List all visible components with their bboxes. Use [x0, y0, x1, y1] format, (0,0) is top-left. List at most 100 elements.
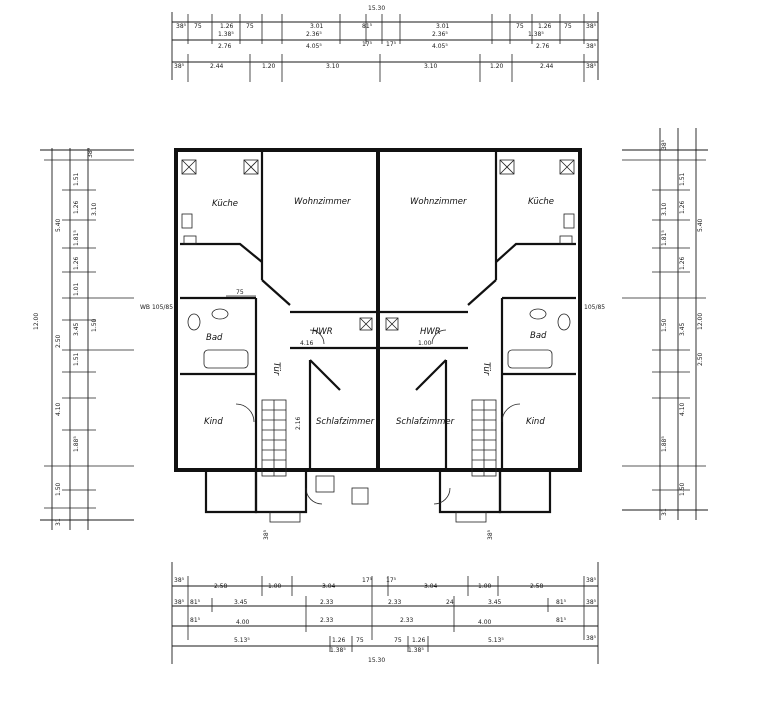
dim-left-11: 1.51: [73, 352, 80, 366]
bottom-dimension-chains: 38⁵ 2.58 1.00 3.04 17⁵ 17⁵ 3.04 1.00 2.5…: [171, 562, 599, 664]
dim-top-3: 1.26: [220, 23, 234, 30]
dim-top2-1: 2.76: [218, 43, 232, 50]
dim-top2-6: 2.76: [536, 43, 550, 50]
dim-right-4: 1.81⁵: [661, 230, 668, 246]
room-label-kueche-left: Küche: [212, 199, 238, 209]
dim-bot-3: 1.00: [268, 583, 282, 590]
dim-top-14: 75: [564, 23, 572, 30]
stairs-left: [261, 399, 287, 477]
dim-bot-6: 17⁵: [386, 577, 397, 584]
dim-bot2-3: 3.45: [234, 599, 248, 606]
dim-bot2-2: 81⁵: [190, 599, 201, 606]
room-label-schlafzimmer-right: Schlafzimmer: [396, 417, 455, 427]
dim-bot2-4: 2.33: [320, 599, 334, 606]
room-label-schlafzimmer-left: Schlafzimmer: [316, 417, 375, 427]
dim-top3-3: 1.20: [262, 63, 276, 70]
dim-top3-1: 38⁵: [174, 63, 185, 70]
dim-left-10: 1.50: [91, 318, 98, 332]
dim-right-2: 1.51: [679, 172, 686, 186]
room-label-kind-right: Kind: [526, 417, 545, 427]
dim-top-13: 1.26: [538, 23, 552, 30]
toilet-left: [187, 308, 229, 331]
dim-left-12: 2.50: [55, 334, 62, 348]
dim-left-5: 1.26: [73, 256, 80, 270]
dim-right-1: 38⁵: [661, 139, 668, 150]
dim-top2-7: 38⁵: [586, 43, 597, 50]
dim-right-9: 1.50: [661, 318, 668, 332]
dim-left-15: 1.50: [55, 482, 62, 496]
dim-bot4-8: 1.38⁵: [408, 647, 424, 654]
dim-left-8: 5.40: [55, 218, 62, 232]
top-dimension-chains: 15.30 38⁵ 75 1.26 75 1.38⁵ 3.01 2.36⁵ 81…: [171, 5, 599, 82]
room-label-bad-left: Bad: [206, 333, 223, 343]
dim-top-5: 1.38⁵: [218, 31, 234, 38]
dim-bot4-1: 5.13⁵: [234, 637, 250, 644]
dim-right-5: 1.26: [679, 256, 686, 270]
dim-top-8: 81⁵: [362, 23, 373, 30]
stairs-right: [471, 399, 497, 477]
dim-bot3-5: 4.00: [478, 619, 492, 626]
dim-bot2-9: 38⁵: [586, 599, 597, 606]
right-dimension-chains: 12.00 38⁵ 1.51 1.26 1.81⁵ 1.26 3.10 5.40…: [622, 128, 708, 520]
dim-bot2-1: 38⁵: [174, 599, 185, 606]
room-label-tuer-left: Tür: [271, 362, 281, 376]
room-labels: Küche Wohnzimmer Wohnzimmer Küche Bad HW…: [204, 197, 554, 427]
dim-bot2-8: 81⁵: [556, 599, 567, 606]
dim-bot4-2: 1.26: [332, 637, 346, 644]
inner-dim-75: 75: [236, 289, 244, 296]
fixtures: [181, 159, 575, 523]
dim-top-10: 2.36⁵: [432, 31, 448, 38]
hwr-fixtures: [359, 317, 399, 331]
room-label-bad-right: Bad: [530, 331, 547, 341]
bathtub-right: [507, 349, 553, 369]
toilet-right: [529, 308, 571, 331]
room-label-hwr-right: HWR: [420, 327, 441, 337]
dim-bot4-5: 1.26: [412, 637, 426, 644]
room-label-tuer-right: Tür: [481, 362, 491, 376]
dim-bot2-7: 3.45: [488, 599, 502, 606]
room-label-kind-left: Kind: [204, 417, 223, 427]
bathtub-left: [203, 349, 249, 369]
dim-right-14: 31: [661, 508, 668, 516]
entrance-steps: [269, 475, 487, 523]
dim-bot2-5: 2.33: [388, 599, 402, 606]
dim-bot-8: 1.00: [478, 583, 492, 590]
dim-left-9: 3.45: [73, 322, 80, 336]
dim-bot4-4: 75: [394, 637, 402, 644]
dim-left-6: 1.01: [73, 282, 80, 296]
dim-top2-5: 4.05⁵: [432, 43, 448, 50]
dim-total-width: 15.30: [368, 5, 385, 12]
room-label-wohnzimmer-right: Wohnzimmer: [410, 197, 467, 207]
dim-right-total: 12.00: [697, 313, 704, 330]
room-label-kueche-right: Küche: [528, 197, 554, 207]
dim-bot3-4: 2.33: [400, 617, 414, 624]
dim-top-9: 3.01: [436, 23, 450, 30]
inner-dim-4-16: 4.16: [300, 340, 314, 347]
dim-top3-4: 3.10: [326, 63, 340, 70]
dim-right-3: 1.26: [679, 200, 686, 214]
dim-top3-5: 3.10: [424, 63, 438, 70]
window-tag-right: 105/85: [584, 304, 605, 311]
inner-dim-2-16: 2.16: [295, 416, 302, 430]
window-tag-left: WB 105/85: [140, 304, 173, 311]
building-walls: [174, 148, 582, 514]
dim-bot4-6: 5.13⁵: [488, 637, 504, 644]
dim-right-12: 1.88⁵: [661, 436, 668, 452]
dim-top2-3: 17⁵: [362, 41, 373, 48]
dim-bot4-7: 1.38⁵: [330, 647, 346, 654]
dim-right-7: 5.40: [697, 218, 704, 232]
dim-bot-1: 38⁵: [174, 577, 185, 584]
dim-top-1: 38⁵: [176, 23, 187, 30]
dim-left-16: 31: [55, 518, 62, 526]
dim-top-7: 2.36⁵: [306, 31, 322, 38]
dim-bot4-3: 75: [356, 637, 364, 644]
dim-top-6: 3.01: [310, 23, 324, 30]
dim-bot-5: 17⁵: [362, 577, 373, 584]
dim-bot3-6: 81⁵: [556, 617, 567, 624]
kitchen-counter-left: [181, 159, 259, 245]
dim-total-height: 12.00: [33, 313, 40, 330]
dim-left-2: 1.51: [73, 172, 80, 186]
dim-top2-4: 17⁵: [386, 41, 397, 48]
dim-left-1: 38⁵: [87, 147, 94, 158]
